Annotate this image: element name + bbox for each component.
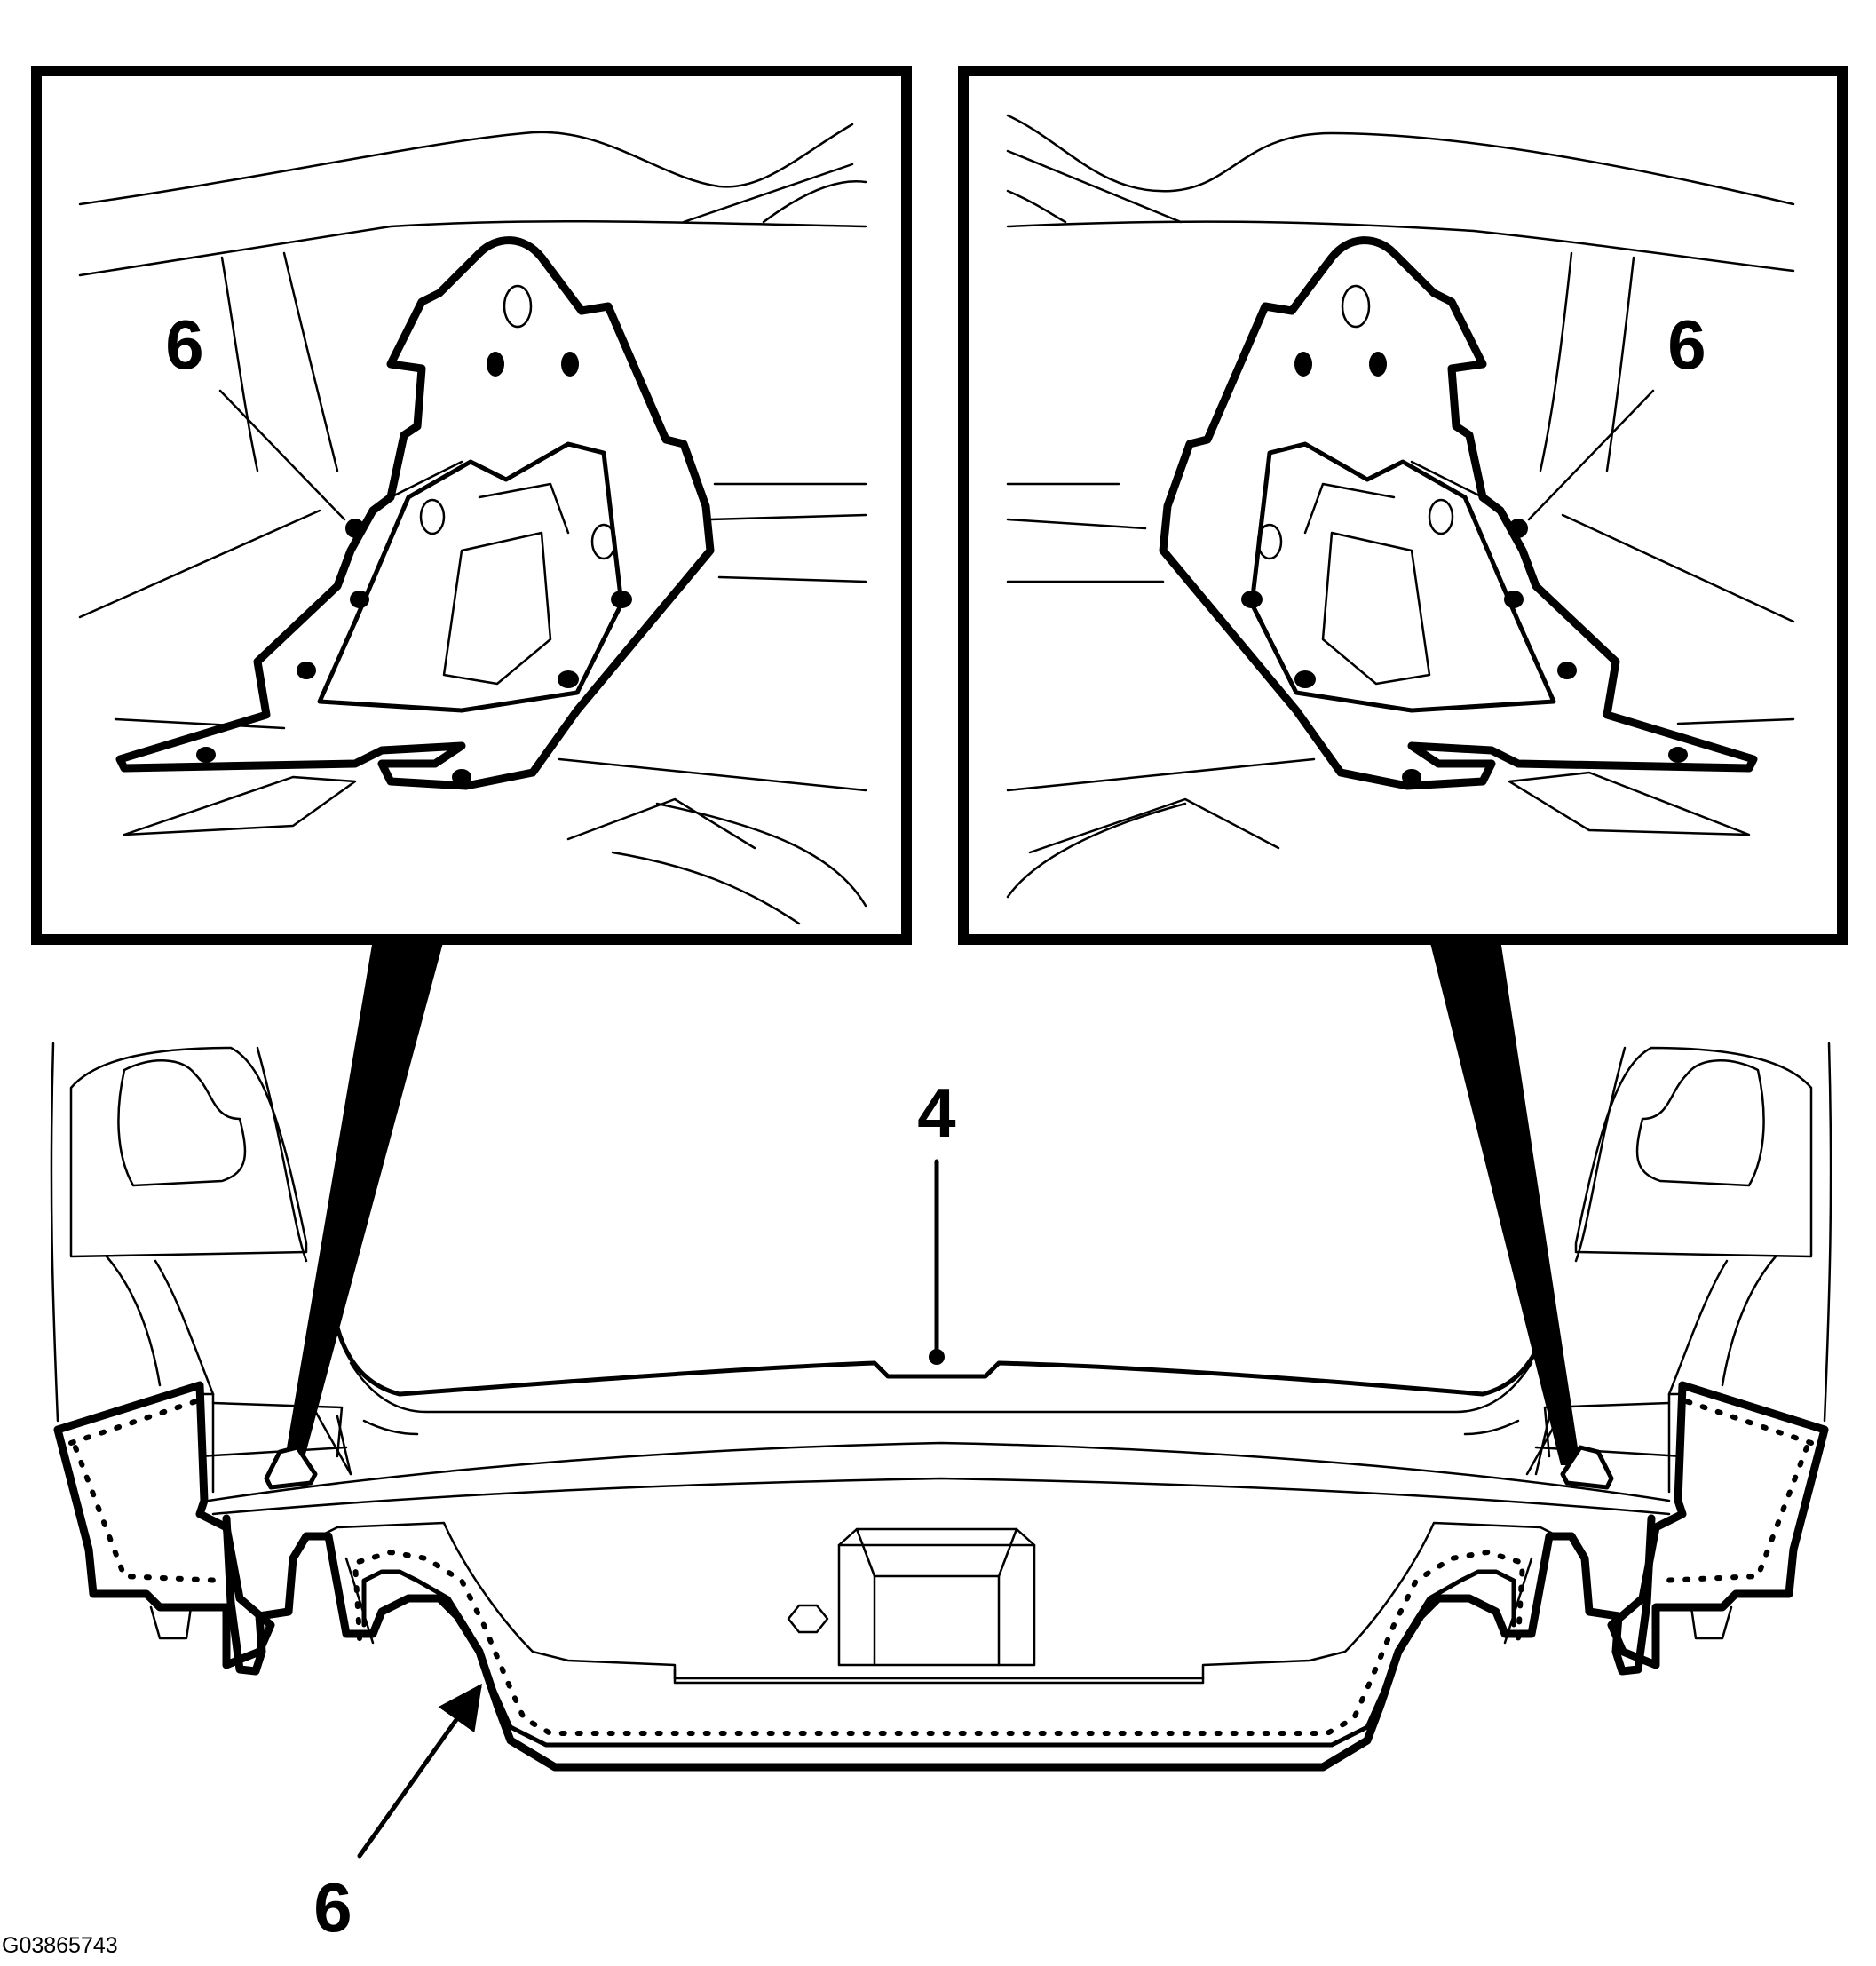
left-detail-inset: 6 [31, 66, 912, 945]
figure-id: G03865743 [2, 1933, 118, 1958]
bracket-hole [503, 284, 533, 329]
rear-body-view: 4 [50, 1042, 1832, 1946]
bolt-hex [787, 1604, 829, 1634]
right-inset-frame [958, 66, 1848, 945]
zoom-lines [282, 939, 1580, 1474]
left-inset-frame [31, 66, 912, 945]
left-callout-leader [218, 389, 346, 521]
right-mount-pad [1560, 1445, 1614, 1490]
weld-spot [487, 352, 504, 377]
right-callout-leader [1527, 389, 1655, 521]
bottom-callout-arrow [357, 1683, 482, 1859]
left-mount-pad [264, 1445, 318, 1490]
center-callout-number: 4 [917, 1074, 955, 1152]
bottom-callout-number: 6 [313, 1868, 352, 1946]
right-callout-number: 6 [1667, 305, 1706, 384]
right-detail-inset: 6 [958, 66, 1848, 945]
left-callout-number: 6 [165, 305, 203, 384]
